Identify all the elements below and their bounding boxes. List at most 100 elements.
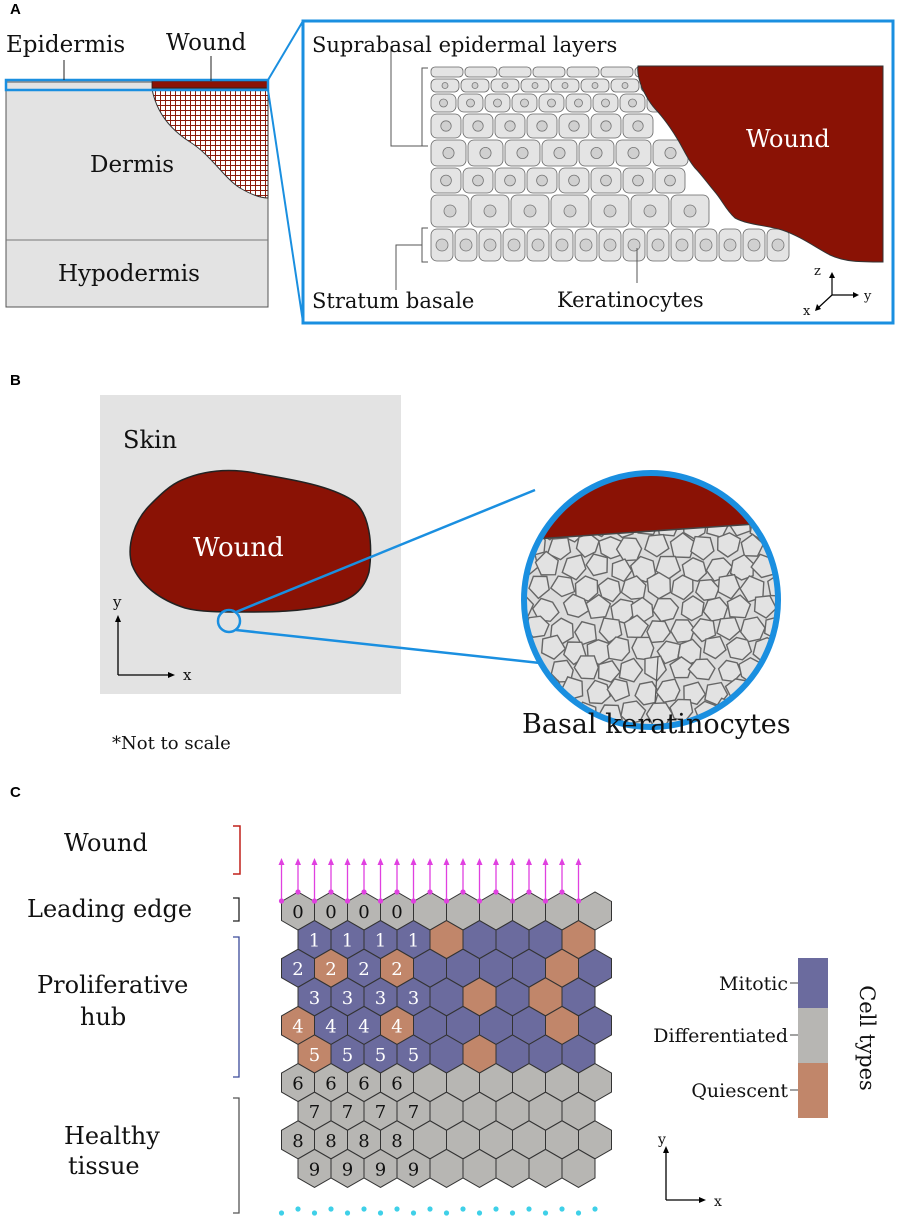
arrow-head: [427, 858, 433, 865]
basal-cell: [646, 571, 672, 600]
cell-nucleus: [561, 82, 569, 89]
vertex-dot: [377, 898, 384, 904]
basal-cell: [611, 558, 633, 583]
basal-cell: [561, 554, 587, 581]
axis-y-label-a: y: [863, 289, 872, 304]
arrow-head: [410, 858, 417, 865]
hex-row-number: 5: [342, 1045, 353, 1066]
not-to-scale-note: *Not to scale: [112, 733, 231, 754]
epidermis-highlight-box: [4, 78, 270, 92]
boundary-dot: [476, 1210, 483, 1216]
basal-cell: [725, 636, 753, 661]
epidermis-label: Epidermis: [6, 32, 125, 58]
proliferative-label: Proliferative: [37, 971, 188, 999]
arrow-head: [476, 858, 483, 865]
basal-cell: [652, 597, 680, 623]
basal-cell: [683, 681, 707, 706]
zoom-spot: [216, 608, 242, 634]
axis-x-label-c: x: [714, 1194, 722, 1210]
cell-nucleus: [723, 238, 737, 252]
basal-cell: [716, 532, 742, 558]
hex-row-number: 2: [292, 959, 303, 980]
suprabasal-leader: [390, 46, 422, 147]
wound-label-a: Wound: [166, 30, 247, 56]
cell-nucleus: [574, 98, 583, 108]
boundary-dot: [592, 1206, 598, 1212]
hex-row-number: 9: [309, 1159, 320, 1180]
basal-cell: [606, 636, 631, 662]
basal-cell: [618, 657, 644, 683]
basal-cell: [740, 533, 765, 557]
basal-cell: [680, 595, 705, 622]
cell-nucleus: [675, 238, 689, 252]
hex-row-number: 8: [391, 1131, 402, 1152]
legend-swatch-differentiated: [798, 1008, 828, 1063]
legend: Mitotic Differentiated Quiescent Cell ty…: [653, 958, 879, 1118]
basal-cell: [717, 573, 741, 600]
boundary-dot: [328, 1206, 334, 1212]
panel-label-b: B: [10, 372, 21, 389]
cell-nucleus: [531, 82, 539, 89]
cell-nucleus: [504, 174, 516, 187]
hex-row-number: 3: [408, 988, 419, 1009]
hex-cell: [561, 1148, 596, 1188]
zoom-connector-bottom: [267, 89, 304, 323]
basal-cell: [716, 616, 741, 641]
axis-x-label-b: x: [183, 666, 192, 684]
basal-cell: [524, 615, 550, 638]
keratinocyte-cell: [498, 66, 532, 78]
basal-cell: [703, 635, 727, 660]
hex-row-number: 5: [408, 1045, 419, 1066]
wound-region-zoom: [637, 65, 884, 263]
legend-swatch-quiescent: [798, 1063, 828, 1118]
boundary-dot: [295, 1206, 301, 1212]
cell-nucleus: [520, 98, 529, 108]
vertex-dot: [410, 898, 417, 904]
vertex-dot: [443, 898, 450, 904]
vertex-dot: [278, 898, 285, 904]
cell-nucleus: [603, 238, 617, 252]
boundary-dot: [344, 1210, 351, 1216]
cell-nucleus: [440, 120, 452, 132]
zoom-connector-b-top: [235, 488, 536, 614]
hex-row-number: 0: [325, 902, 336, 923]
hex-row-number: 7: [408, 1102, 419, 1123]
stratum-basale-label: Stratum basale: [312, 289, 474, 313]
basal-cell: [729, 553, 755, 581]
basal-cell: [769, 659, 778, 684]
boundary-dot: [394, 1206, 400, 1212]
cell-nucleus: [501, 82, 509, 89]
axis-y-label-c: y: [657, 1132, 666, 1148]
axis-y-label-b: y: [112, 593, 122, 611]
cell-nucleus: [621, 82, 629, 89]
cell-nucleus: [683, 204, 697, 218]
hex-row-number: 1: [408, 931, 419, 952]
axis-xyz-a: [815, 272, 859, 311]
hex-row-number: 3: [375, 988, 386, 1009]
zoom-circle: [521, 470, 781, 730]
basal-cell: [606, 678, 631, 702]
basal-cell: [597, 659, 621, 683]
cell-nucleus: [441, 82, 449, 89]
hex-row-number: 5: [309, 1045, 320, 1066]
hex-row-number: 2: [325, 959, 336, 980]
cell-nucleus: [531, 238, 545, 252]
cell-nucleus: [442, 146, 455, 159]
cell-nucleus: [466, 98, 475, 108]
basal-cell: [726, 594, 752, 619]
keratinocyte-cell: [600, 66, 634, 78]
vertex-dot: [361, 889, 367, 895]
cell-nucleus: [563, 204, 577, 218]
legend-label-mitotic: Mitotic: [719, 973, 788, 995]
cell-nucleus: [553, 146, 566, 159]
hex-row-number: 9: [408, 1159, 419, 1180]
basal-leader: [654, 656, 659, 704]
vertex-dot: [559, 889, 565, 895]
wound-bracket-c: [233, 825, 241, 875]
basal-cell: [687, 658, 716, 681]
wound-label-zoom: Wound: [746, 125, 830, 153]
cell-nucleus: [536, 174, 548, 187]
skin-cross-section: [4, 56, 270, 308]
basal-cell: [549, 575, 576, 598]
